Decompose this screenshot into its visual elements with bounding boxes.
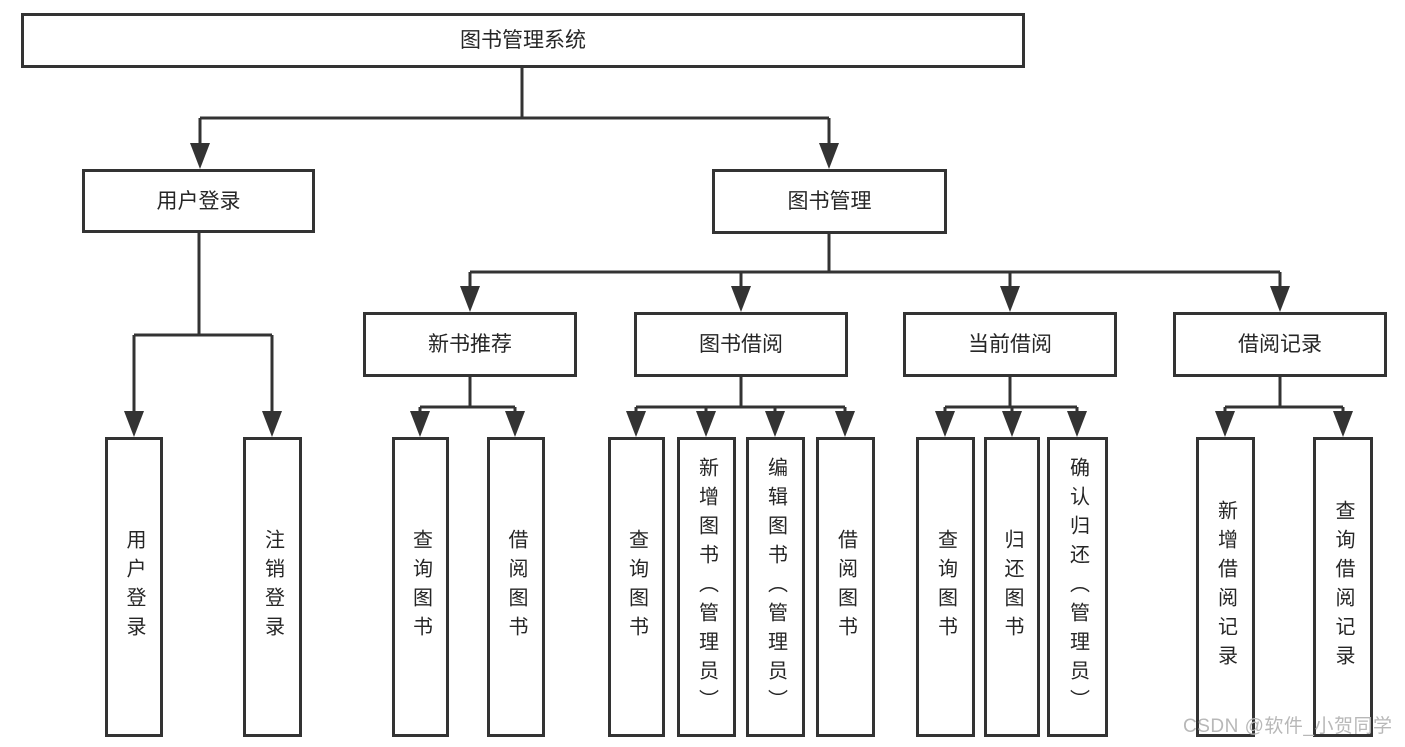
node-label: 当前借阅: [968, 333, 1052, 356]
leaf-query-books-recommend: 查询图书: [392, 437, 449, 737]
watermark: CSDN @软件_小贺同学: [1183, 716, 1393, 737]
node-book-borrow: 图书借阅: [634, 312, 848, 377]
arrow-icon: [262, 411, 282, 437]
node-label: 借阅记录: [1238, 333, 1322, 356]
root-node-library-system: 图书管理系统: [21, 13, 1025, 68]
arrow-icon: [626, 411, 646, 437]
arrow-icon: [1270, 286, 1290, 312]
leaf-edit-book-admin: 编辑图书（管理员）: [746, 437, 805, 737]
node-current-borrow: 当前借阅: [903, 312, 1117, 377]
node-user-login: 用户登录: [82, 169, 315, 233]
arrow-icon: [731, 286, 751, 312]
arrow-icon: [460, 286, 480, 312]
arrow-icon: [124, 411, 144, 437]
leaf-query-books-borrow: 查询图书: [608, 437, 665, 737]
leaf-borrow-books: 借阅图书: [816, 437, 875, 737]
arrow-icon: [765, 411, 785, 437]
arrow-icon: [696, 411, 716, 437]
node-label: 用户登录: [156, 189, 241, 213]
leaf-logout: 注销登录: [243, 437, 302, 737]
leaf-label: 用户登录: [123, 529, 145, 645]
node-label: 图书管理: [787, 190, 872, 213]
leaf-label: 归还图书: [1001, 529, 1023, 645]
leaf-user-login: 用户登录: [105, 437, 163, 737]
node-label: 新书推荐: [428, 333, 512, 356]
arrow-icon: [190, 143, 210, 169]
arrow-icon: [1000, 286, 1020, 312]
leaf-label: 借阅图书: [505, 529, 527, 645]
leaf-label: 借阅图书: [834, 529, 857, 645]
leaf-query-borrow-record: 查询借阅记录: [1313, 437, 1373, 737]
leaf-confirm-return-admin: 确认归还（管理员）: [1047, 437, 1108, 737]
leaf-label: 注销登录: [261, 529, 284, 645]
arrow-icon: [835, 411, 855, 437]
leaf-add-book-admin: 新增图书（管理员）: [677, 437, 736, 737]
node-book-management: 图书管理: [712, 169, 947, 234]
leaf-query-books-current: 查询图书: [916, 437, 975, 737]
root-node-label: 图书管理系统: [460, 29, 586, 52]
arrow-icon: [1002, 411, 1022, 437]
leaf-label: 确认归还（管理员）: [1066, 456, 1089, 718]
leaf-label: 编辑图书（管理员）: [764, 456, 787, 718]
node-borrow-records: 借阅记录: [1173, 312, 1387, 377]
arrow-icon: [1333, 411, 1353, 437]
arrow-icon: [410, 411, 430, 437]
leaf-label: 新增借阅记录: [1214, 500, 1237, 674]
arrow-icon: [1215, 411, 1235, 437]
leaf-label: 新增图书（管理员）: [695, 456, 718, 718]
arrow-icon: [935, 411, 955, 437]
leaf-return-book: 归还图书: [984, 437, 1040, 737]
leaf-add-borrow-record: 新增借阅记录: [1196, 437, 1255, 737]
leaf-label: 查询借阅记录: [1332, 500, 1354, 674]
leaf-label: 查询图书: [409, 529, 432, 645]
leaf-borrow-books-recommend: 借阅图书: [487, 437, 545, 737]
arrow-icon: [1067, 411, 1087, 437]
leaf-label: 查询图书: [934, 529, 957, 645]
arrow-icon: [505, 411, 525, 437]
node-label: 图书借阅: [699, 333, 783, 356]
node-new-book-recommend: 新书推荐: [363, 312, 577, 377]
arrow-icon: [819, 143, 839, 169]
leaf-label: 查询图书: [625, 529, 648, 645]
